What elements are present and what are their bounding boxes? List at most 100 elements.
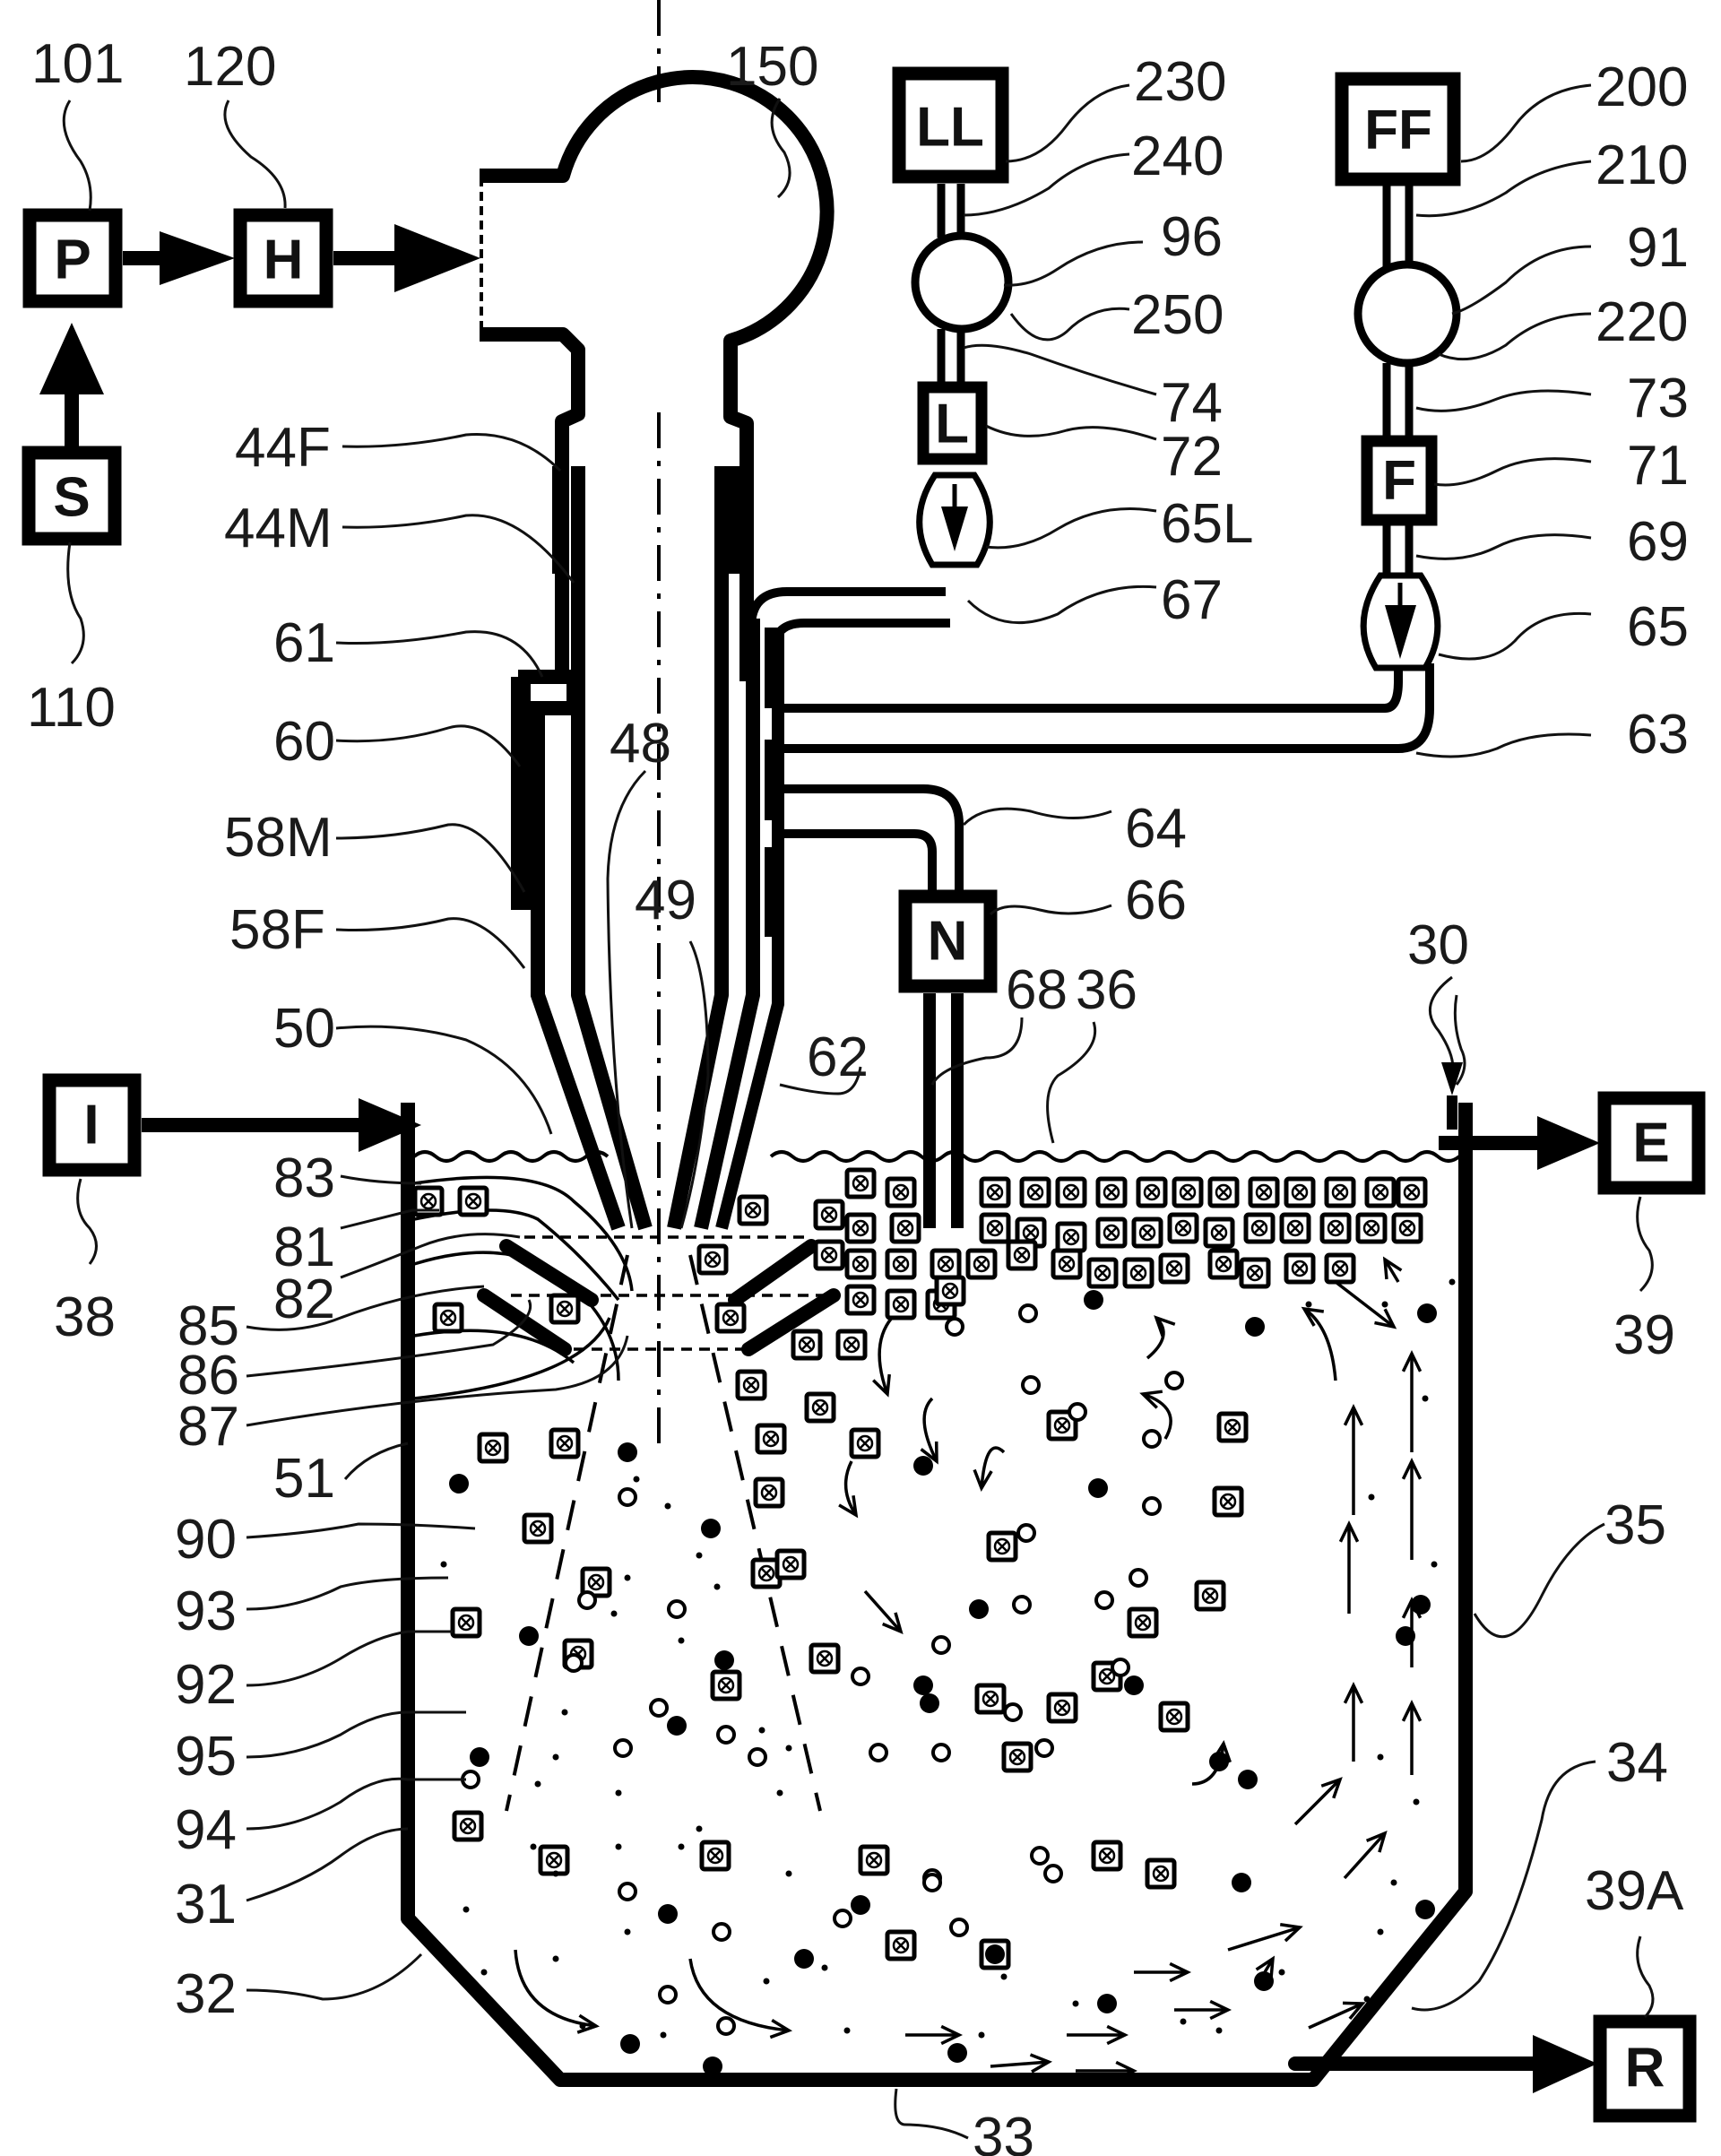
arrow-head bbox=[769, 2019, 793, 2039]
particle-ring bbox=[1053, 1416, 1071, 1434]
arrow-head bbox=[940, 2024, 964, 2046]
ref-250: 250 bbox=[1131, 284, 1224, 346]
ref-73: 73 bbox=[1627, 368, 1689, 429]
particle-ring bbox=[1286, 1219, 1304, 1237]
ref-58M: 58M bbox=[224, 807, 333, 869]
particle-ring bbox=[742, 1376, 760, 1394]
tank-wall bbox=[401, 1103, 1473, 2087]
particle-ring bbox=[856, 1434, 874, 1452]
flow-arrow bbox=[1343, 1831, 1387, 1880]
particle-ring bbox=[706, 1847, 724, 1865]
particle-ring bbox=[1138, 1224, 1156, 1242]
crossed-square-particle bbox=[885, 1288, 917, 1320]
crossed-square-particle bbox=[1324, 1176, 1356, 1208]
ref-50: 50 bbox=[273, 998, 335, 1060]
crossed-square-particle bbox=[885, 1248, 917, 1280]
ref-82: 82 bbox=[273, 1268, 335, 1330]
crossed-square-particle bbox=[844, 1248, 877, 1280]
particle-ring bbox=[1058, 1255, 1076, 1273]
ref-33: 33 bbox=[973, 2107, 1034, 2156]
particle-ring bbox=[529, 1520, 547, 1537]
ref-63: 63 bbox=[1627, 704, 1689, 766]
small-particle bbox=[633, 1476, 640, 1483]
particle-cross bbox=[1105, 1186, 1118, 1199]
open-particle bbox=[1030, 1846, 1050, 1866]
particle-cross bbox=[1096, 1267, 1109, 1279]
small-particle bbox=[1377, 1753, 1384, 1761]
particle-ring bbox=[484, 1439, 502, 1457]
ref-30: 30 bbox=[1407, 914, 1469, 976]
ref-61: 61 bbox=[273, 612, 335, 674]
particle-cross bbox=[1204, 1589, 1216, 1602]
particle-ring bbox=[1250, 1219, 1268, 1237]
small-particle bbox=[978, 2031, 985, 2039]
crossed-square-particle bbox=[885, 1176, 917, 1208]
open-particle bbox=[1043, 1864, 1063, 1883]
small-particle bbox=[660, 2031, 667, 2039]
particle-cross bbox=[1334, 1262, 1346, 1275]
arrow-head bbox=[920, 1441, 938, 1465]
particle-ring bbox=[982, 1690, 999, 1708]
particle-cross bbox=[1101, 1849, 1113, 1862]
small-particle bbox=[678, 1843, 685, 1850]
particle-ring bbox=[1224, 1418, 1241, 1436]
crossed-square-particle bbox=[930, 1248, 962, 1280]
arrow-head bbox=[1401, 1457, 1423, 1480]
particle-cross bbox=[854, 1177, 867, 1190]
arrow-head bbox=[1320, 1777, 1343, 1799]
small-particle bbox=[624, 1574, 631, 1581]
open-particle bbox=[931, 1743, 951, 1762]
particle-ring bbox=[1403, 1183, 1421, 1201]
box-F: F bbox=[1361, 435, 1438, 526]
particle-cross bbox=[854, 1294, 867, 1306]
crossed-square-particle bbox=[1055, 1176, 1087, 1208]
particle-cross bbox=[747, 1204, 759, 1217]
crossed-square-particle bbox=[889, 1212, 921, 1244]
particle-cross bbox=[1217, 1186, 1230, 1199]
filled-particle bbox=[703, 2056, 722, 2076]
small-particle bbox=[1381, 1301, 1388, 1308]
crossed-square-particle bbox=[699, 1840, 731, 1872]
particle-ring bbox=[892, 1295, 910, 1313]
ref-74: 74 bbox=[1161, 372, 1223, 434]
particle-cross bbox=[1016, 1249, 1028, 1261]
particle-cross bbox=[1025, 1226, 1037, 1239]
particle-cross bbox=[1168, 1262, 1180, 1275]
particle-ring bbox=[1331, 1260, 1349, 1277]
ref-64: 64 bbox=[1125, 798, 1187, 860]
particle-ring bbox=[1255, 1183, 1273, 1201]
particle-cross bbox=[939, 1258, 952, 1270]
box-R: R bbox=[1593, 2014, 1697, 2123]
small-particle bbox=[785, 1745, 792, 1752]
particle-cross bbox=[1217, 1258, 1230, 1270]
ref-93: 93 bbox=[175, 1580, 237, 1642]
small-particle bbox=[785, 1870, 792, 1877]
particle-ring bbox=[722, 1309, 739, 1327]
crossed-square-particle bbox=[1158, 1252, 1190, 1285]
ref-83: 83 bbox=[273, 1147, 335, 1209]
filled-particle bbox=[1254, 1971, 1274, 1991]
particle-cross bbox=[1168, 1710, 1180, 1723]
arrow-head bbox=[1255, 1955, 1276, 1979]
particle-cross bbox=[1329, 1222, 1342, 1234]
open-particle bbox=[851, 1667, 870, 1686]
crossed-square-particle bbox=[1216, 1411, 1249, 1443]
crossed-square-particle bbox=[965, 1248, 998, 1280]
particle-ring bbox=[459, 1817, 477, 1835]
particle-cross bbox=[1146, 1186, 1158, 1199]
arrow-head bbox=[872, 1373, 891, 1398]
crossed-square-particle bbox=[844, 1284, 877, 1316]
ref-39A: 39A bbox=[1585, 1860, 1684, 1922]
filled-particle bbox=[449, 1474, 469, 1494]
open-particle bbox=[577, 1590, 597, 1610]
particle-ring bbox=[1201, 1587, 1219, 1605]
open-particle bbox=[869, 1743, 888, 1762]
small-particle bbox=[1390, 1879, 1397, 1886]
crossed-square-particle bbox=[986, 1530, 1018, 1563]
open-particle bbox=[716, 1725, 736, 1745]
crossed-square-particle bbox=[1364, 1176, 1397, 1208]
flow-arrow bbox=[843, 1460, 858, 1516]
particle-ring bbox=[852, 1291, 869, 1309]
crossed-square-particle bbox=[1158, 1701, 1190, 1733]
particle-cross bbox=[1374, 1186, 1387, 1199]
